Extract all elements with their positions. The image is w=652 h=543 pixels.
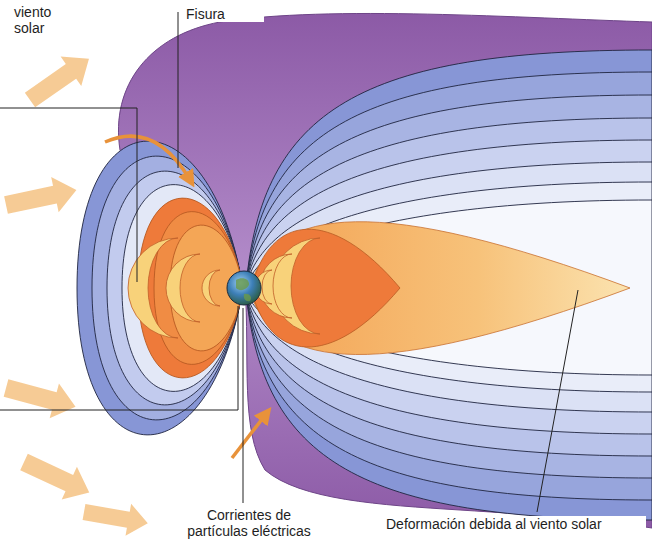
magnetosheath xyxy=(118,13,652,528)
earth-land xyxy=(236,278,251,301)
label: Deformación debida al viento solar xyxy=(384,516,646,532)
label: Fisura xyxy=(184,6,264,22)
label: viento solar xyxy=(12,4,74,36)
leader-lines xyxy=(0,12,578,512)
label: Corrientes de partículas eléctricas xyxy=(176,507,322,539)
magnetotail-field-lines xyxy=(246,50,652,520)
solar-wind-arrows xyxy=(1,44,150,539)
particle-flow-arrow xyxy=(105,136,190,180)
particle-flow-arrow xyxy=(232,414,266,458)
earth xyxy=(227,271,261,305)
dayside-field-lines xyxy=(77,141,242,435)
plasma-sheet xyxy=(250,222,630,355)
